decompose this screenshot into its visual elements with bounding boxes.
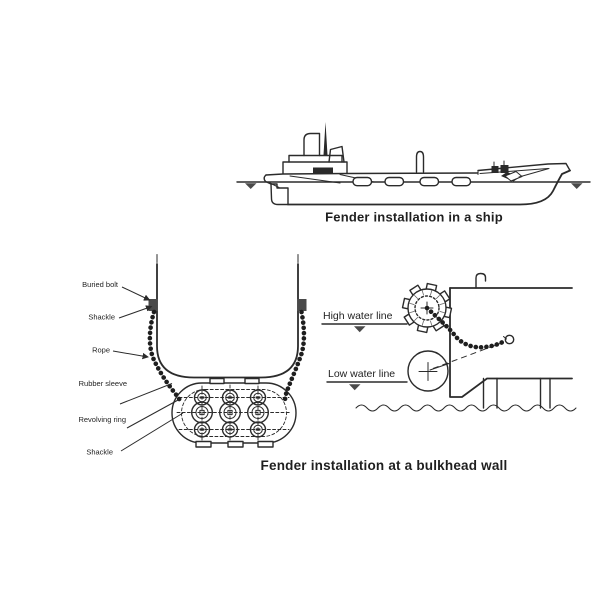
ship-figure: Fender installation in a ship xyxy=(236,122,591,225)
fender-hole-slot xyxy=(199,396,205,399)
ship-fender xyxy=(419,176,440,187)
fender-hole xyxy=(221,389,239,406)
aft-mast-icon xyxy=(323,122,328,155)
buried-bolt-bracket-right xyxy=(297,299,307,311)
rubber-sleeve-leader xyxy=(119,383,173,405)
deckhouse-dark-block xyxy=(313,167,333,174)
funnel xyxy=(328,145,345,163)
ship-caption: Fender installation in a ship xyxy=(325,210,503,225)
hull-cross-section xyxy=(156,263,299,379)
stern-skeg xyxy=(270,183,289,206)
fender-hole-slot xyxy=(255,428,261,431)
fender-hole-slot xyxy=(227,396,233,399)
fender-hole-large xyxy=(246,401,269,424)
bridge-house xyxy=(303,132,321,157)
fender-hole-inner xyxy=(251,406,265,419)
bow-winch-2 xyxy=(500,165,509,173)
hull-bottom xyxy=(287,169,571,206)
fender-lug-bottom xyxy=(257,440,274,448)
fender-lug-bottom xyxy=(195,440,212,448)
fender-lug-top xyxy=(209,377,225,385)
shackle-bottom-leader xyxy=(120,412,184,452)
chain-left xyxy=(147,309,184,406)
fender-hole-large xyxy=(190,401,213,424)
wall-pipe-hook xyxy=(475,272,487,289)
chain-right xyxy=(282,309,307,405)
waterline-marker-right-icon xyxy=(571,183,583,189)
fender-hole-square xyxy=(255,409,261,416)
fender-face-ticks xyxy=(409,290,445,326)
label-shackle-bottom: Shackle xyxy=(86,448,113,457)
water-waves xyxy=(355,404,577,412)
fender-lug-top xyxy=(244,377,260,385)
fender-holes xyxy=(190,389,269,438)
stern-profile xyxy=(263,174,272,185)
fender-hole-inner xyxy=(195,406,209,419)
fender-hole xyxy=(221,421,239,438)
label-buried-bolt: Buried bolt xyxy=(82,280,119,289)
fender-hole-square xyxy=(199,409,205,416)
winch-posts xyxy=(493,160,505,167)
wall-piles xyxy=(482,377,551,409)
fender-lug-bottom xyxy=(227,440,244,448)
low-water-marker-icon xyxy=(349,384,361,391)
anchor-shackle-pin xyxy=(503,336,507,340)
label-rope: Rope xyxy=(92,346,110,355)
label-revolving-ring: Revolving ring xyxy=(78,415,126,424)
ship-fender xyxy=(451,176,472,187)
midship-kingpost xyxy=(415,150,425,173)
label-high-water-line: High water line xyxy=(323,310,393,322)
fender-inner-dashed-circle xyxy=(414,295,440,321)
fender-hole-inner xyxy=(253,424,263,435)
label-shackle-top: Shackle xyxy=(88,313,115,322)
bulkhead-figure: High water line Low water line xyxy=(261,272,577,473)
ship-fender xyxy=(352,176,373,187)
label-rubber-sleeve: Rubber sleeve xyxy=(79,379,127,388)
fender-hole-inner xyxy=(225,424,235,435)
buried-bolt-leader xyxy=(121,286,151,301)
wall-face-profile xyxy=(449,287,573,398)
rope-leader xyxy=(112,350,149,360)
fender-hole-square xyxy=(227,409,233,416)
ship-fender xyxy=(384,176,405,187)
fender-dashed-columns xyxy=(201,384,259,442)
forecastle-deck xyxy=(477,162,571,172)
fender-hole-slot xyxy=(227,428,233,431)
main-deck-line xyxy=(265,172,479,176)
anchor-shackle xyxy=(504,334,515,345)
fender-hole xyxy=(249,389,267,406)
fender-hole-inner xyxy=(197,424,207,435)
bow-winch-1 xyxy=(491,166,499,173)
fender-inner-dashed-outline xyxy=(181,389,287,437)
deckhouse-base xyxy=(282,161,348,175)
fender-hole-slot xyxy=(255,396,261,399)
anchor-chain xyxy=(424,305,507,350)
deckhouse-mid-tier xyxy=(288,154,343,163)
fender-hole-inner xyxy=(223,406,237,419)
cylindrical-fender-drawing xyxy=(171,377,297,448)
fender-hole-slot xyxy=(199,428,205,431)
cross-section-figure: Buried bolt Shackle Rope Rubber sleeve R… xyxy=(78,254,307,457)
fender-hole-large xyxy=(218,401,241,424)
ship-drawing xyxy=(263,122,571,206)
waterline-marker-left-icon xyxy=(245,183,257,189)
buried-bolt-bracket-left xyxy=(148,299,158,311)
hull-wall-stubs xyxy=(156,254,299,263)
mooring-line xyxy=(518,168,550,178)
aft-sheer-diagonal-1 xyxy=(289,175,341,184)
revolving-ring-leader xyxy=(126,399,180,429)
bow-sheer-line xyxy=(479,168,549,174)
label-low-water-line: Low water line xyxy=(328,368,395,380)
bulkhead-caption: Fender installation at a bulkhead wall xyxy=(261,458,508,473)
fender-hole xyxy=(249,421,267,438)
fender-hole xyxy=(193,421,211,438)
high-water-marker-icon xyxy=(354,326,366,333)
fender-hole xyxy=(193,389,211,406)
shackle-top-leader xyxy=(118,305,153,319)
